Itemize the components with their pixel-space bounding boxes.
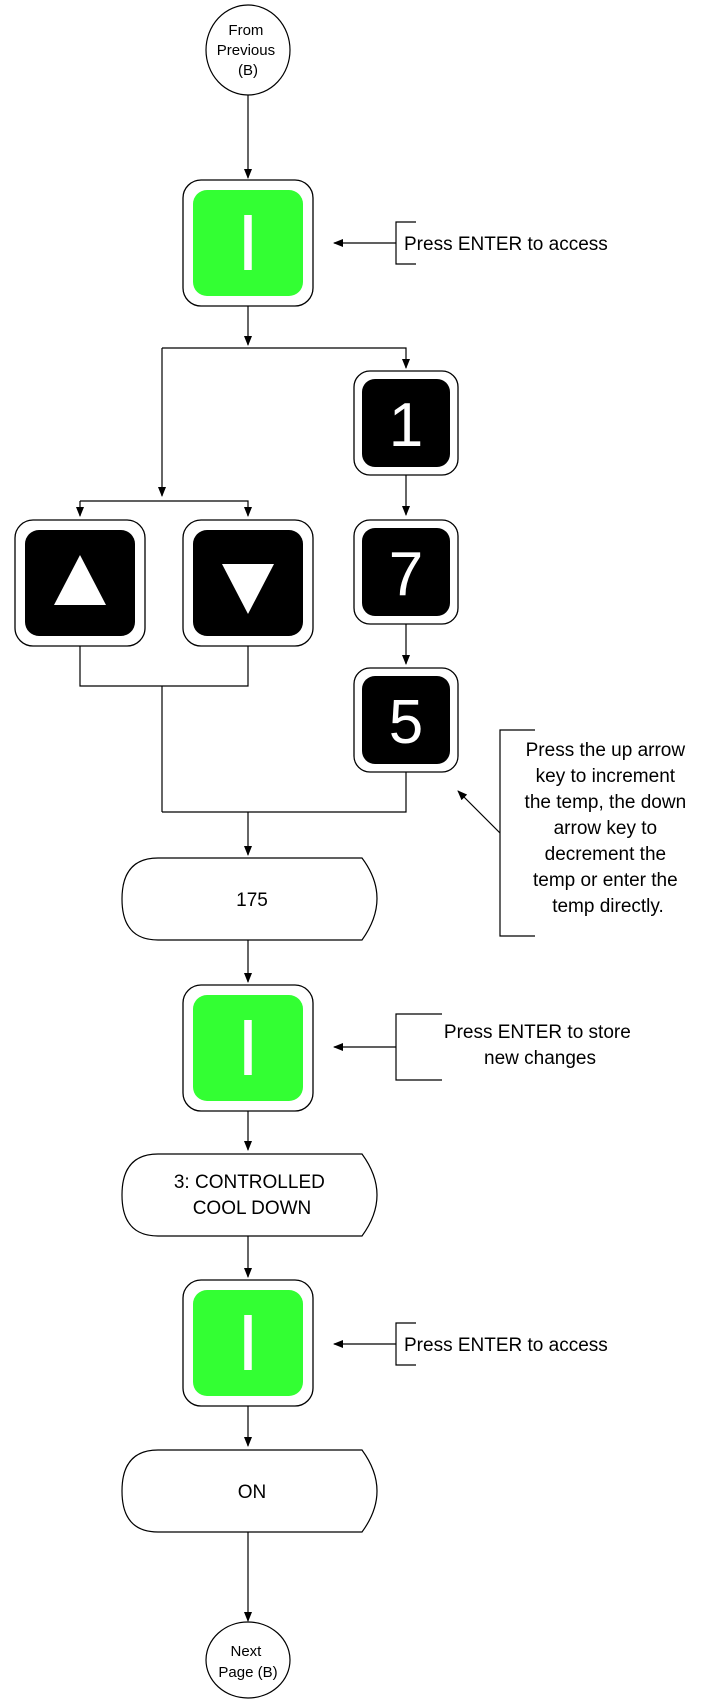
digit-5-label: 5 <box>389 688 423 757</box>
annotation-text: Press ENTER to store <box>444 1022 631 1043</box>
enter-key-symbol: I <box>237 1298 259 1387</box>
digit-key-5: 5 <box>353 667 459 773</box>
digit-7-label: 7 <box>389 540 423 609</box>
triangle-down-icon <box>222 564 274 614</box>
annotation-text: decrement the <box>545 844 666 865</box>
branch-line <box>162 347 410 369</box>
temp-display-value: 175 <box>236 890 268 911</box>
state-display-value: ON <box>238 1482 267 1503</box>
merge-line <box>79 645 249 687</box>
annotation-store-changes: Press ENTER to store new changes <box>333 1013 636 1081</box>
temp-display: 175 <box>121 857 378 941</box>
annotation-text: the temp, the down <box>525 792 687 813</box>
svg-text:Press the up arrow key t: Press the up arrow key to increment the … <box>525 740 692 917</box>
down-arrow-key <box>182 519 314 647</box>
enter-key-3: I <box>182 1279 314 1407</box>
digit-1-label: 1 <box>389 391 423 460</box>
triangle-up-icon <box>54 555 106 605</box>
svg-text:Press ENTER to store new: Press ENTER to store new changes <box>444 1022 636 1069</box>
annotation-text: key to increment <box>536 766 676 787</box>
connector-lines <box>76 95 410 1622</box>
svg-text:175: 175 <box>236 890 268 911</box>
svg-text:Press ENTER to access: Press ENTER to access <box>404 234 608 255</box>
annotation-text: Press ENTER to access <box>404 234 608 255</box>
svg-text:ON: ON <box>238 1482 267 1503</box>
mode-display: 3: CONTROLLED COOL DOWN <box>121 1153 378 1237</box>
annotation-text: Press the up arrow <box>526 740 686 761</box>
start-connector-line: From <box>228 22 263 39</box>
enter-key-symbol: I <box>237 198 259 287</box>
annotation-access-2: Press ENTER to access <box>333 1322 608 1366</box>
annotation-text: arrow key to <box>554 818 657 839</box>
enter-key-1: I <box>182 179 314 307</box>
enter-key-symbol: I <box>237 1003 259 1092</box>
svg-text:3: CONTROLLED COOL DOWN: 3: CONTROLLED COOL DOWN <box>174 1172 330 1219</box>
state-display: ON <box>121 1449 378 1533</box>
end-connector-line: Page (B) <box>218 1664 277 1681</box>
annotation-text: new changes <box>484 1048 596 1069</box>
mode-display-line: 3: CONTROLLED <box>174 1172 325 1193</box>
digit-key-7: 7 <box>353 519 459 625</box>
end-connector-line: Next <box>230 1643 262 1660</box>
annotation-text: temp directly. <box>552 896 664 917</box>
start-connector-line: (B) <box>238 62 258 79</box>
enter-key-2: I <box>182 984 314 1112</box>
annotation-text: temp or enter the <box>533 870 678 891</box>
svg-text:From Previous (B): From Previous (B) <box>217 22 280 79</box>
start-connector: From Previous (B) <box>205 4 291 96</box>
mode-display-line: COOL DOWN <box>193 1198 312 1219</box>
flow-arrow <box>80 500 252 517</box>
digit-key-1: 1 <box>353 370 459 476</box>
merge-line <box>162 772 407 813</box>
svg-text:Press ENTER to access: Press ENTER to access <box>404 1335 608 1356</box>
start-connector-line: Previous <box>217 42 275 59</box>
annotation-arrow-keys-help: Press the up arrow key to increment the … <box>457 729 692 937</box>
svg-text:Next Page (B): Next Page (B) <box>218 1643 277 1681</box>
annotation-text: Press ENTER to access <box>404 1335 608 1356</box>
end-connector: Next Page (B) <box>205 1621 291 1699</box>
annotation-access-1: Press ENTER to access <box>333 221 608 265</box>
up-arrow-key <box>14 519 146 647</box>
